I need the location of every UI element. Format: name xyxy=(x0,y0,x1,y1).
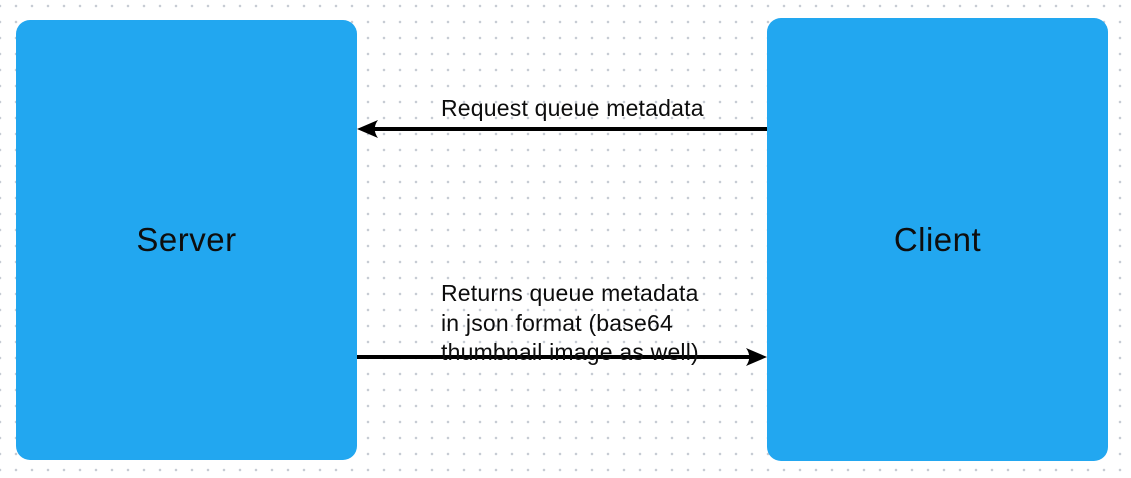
arrowhead-left-icon xyxy=(357,120,378,138)
response-arrow-label-line-3: thumbnail image as well) xyxy=(441,339,699,365)
response-arrow-label-line-1: Returns queue metadata xyxy=(441,280,699,306)
request-arrow-label[interactable]: Request queue metadata xyxy=(441,95,704,121)
node-client-label: Client xyxy=(893,220,982,258)
arrowhead-right-icon xyxy=(746,348,767,366)
response-arrow-label[interactable]: Returns queue metadata in json format (b… xyxy=(441,279,699,368)
node-server-label: Server xyxy=(136,221,237,258)
response-arrow-label-line-2: in json format (base64 xyxy=(441,309,673,336)
node-server[interactable]: Server xyxy=(16,20,357,460)
node-client[interactable]: Client xyxy=(767,18,1108,461)
